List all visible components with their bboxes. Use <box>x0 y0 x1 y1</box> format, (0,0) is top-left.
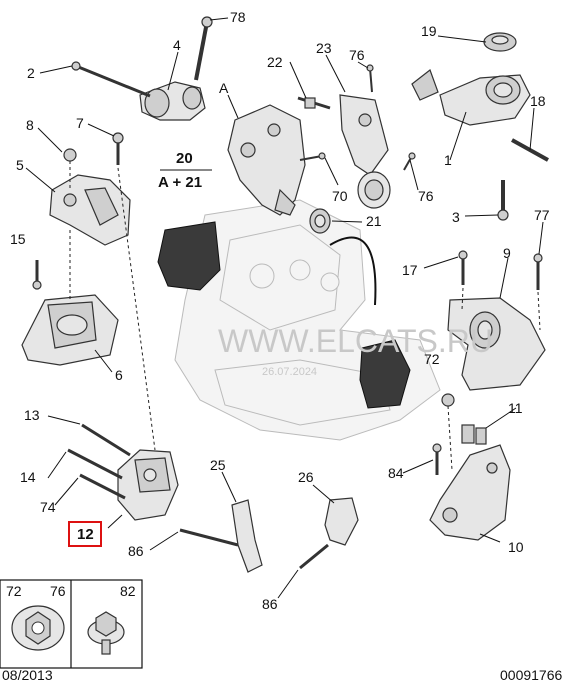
callout-19: 19 <box>421 23 437 39</box>
bolt-13 <box>81 423 131 457</box>
callout-72: 72 <box>424 351 440 367</box>
callout-5: 5 <box>16 157 24 173</box>
callout-14: 14 <box>20 469 36 485</box>
callout-76-top: 76 <box>349 47 365 63</box>
callout-77: 77 <box>534 207 550 223</box>
callout-86-bottom: 86 <box>262 596 278 612</box>
bolt-84 <box>432 443 442 475</box>
bolt-3 <box>497 180 509 221</box>
callout-26: 26 <box>298 469 314 485</box>
engine-dark-bracket-right <box>359 339 411 409</box>
bolt-17 <box>458 250 468 285</box>
inset-fasteners: 72 76 82 <box>0 579 143 669</box>
watermark-date: 26.07.2024 <box>262 366 317 378</box>
part-70-cap <box>357 171 391 209</box>
callout-A-plus-21: A + 21 <box>158 174 202 191</box>
bolt-15 <box>32 260 42 290</box>
callout-13: 13 <box>24 407 40 423</box>
watermark-text: WWW.ELCATS.RU <box>218 323 493 359</box>
callout-6: 6 <box>115 367 123 383</box>
part-12-mount <box>117 449 179 521</box>
engine-dark-bracket-left <box>157 221 221 291</box>
part-25-bracket <box>231 499 263 573</box>
callout-86-left: 86 <box>128 543 144 559</box>
inset-label-82: 82 <box>120 583 136 599</box>
callout-20: 20 <box>176 150 193 167</box>
callout-4: 4 <box>173 37 181 53</box>
callout-84: 84 <box>388 465 404 481</box>
callout-70: 70 <box>332 188 348 204</box>
part-23-plate <box>339 94 389 176</box>
callout-8: 8 <box>26 117 34 133</box>
bolt-7 <box>112 132 124 165</box>
bolt-22 <box>297 96 331 110</box>
part-5-bracket <box>49 174 131 246</box>
callout-15: 15 <box>10 231 26 247</box>
footer-date: 08/2013 <box>2 667 53 683</box>
callout-A: A <box>219 80 229 96</box>
callout-25: 25 <box>210 457 226 473</box>
bolt-76-upper <box>366 64 374 93</box>
part-11-insert <box>461 424 487 445</box>
bolt-86-left <box>179 528 239 547</box>
part-A-bracket <box>227 104 306 216</box>
inset-label-72: 72 <box>6 583 22 599</box>
part-6-mount <box>21 294 119 366</box>
callout-10: 10 <box>508 539 524 555</box>
callout-78: 78 <box>230 9 246 25</box>
part-1-mount <box>411 69 531 126</box>
callout-3: 3 <box>452 209 460 225</box>
callout-12: 12 <box>77 526 94 543</box>
part-10-bracket <box>429 444 511 541</box>
part-9-mount <box>447 297 546 391</box>
bolt-70 <box>299 152 326 161</box>
bolt-78 <box>194 16 213 81</box>
callout-2: 2 <box>27 65 35 81</box>
callout-11: 11 <box>508 400 523 416</box>
callout-1: 1 <box>444 152 452 168</box>
bolt-86-right <box>299 543 329 570</box>
part-19-cap <box>483 32 517 52</box>
nut-72 <box>441 393 455 407</box>
bolt-74 <box>79 473 126 500</box>
callout-18: 18 <box>530 93 546 109</box>
footer-code: 00091766 <box>500 667 563 683</box>
callout-76-mid: 76 <box>418 188 434 204</box>
bolt-2 <box>71 61 151 98</box>
leader-lines <box>25 17 544 599</box>
nut-8 <box>63 148 77 190</box>
bolt-14 <box>67 448 123 480</box>
bolt-77 <box>533 253 543 290</box>
bolt-76-lower <box>403 152 416 171</box>
callout-7: 7 <box>76 115 84 131</box>
callout-21: 21 <box>366 213 382 229</box>
inset-label-76: 76 <box>50 583 66 599</box>
callout-9: 9 <box>503 245 511 261</box>
callout-74: 74 <box>40 499 56 515</box>
callout-22: 22 <box>267 54 283 70</box>
callout-17: 17 <box>402 262 418 278</box>
callout-23: 23 <box>316 40 332 56</box>
part-26-bracket <box>324 497 359 546</box>
part-4-mount <box>139 81 206 121</box>
part-21-bushing <box>309 208 331 234</box>
callout-12-highlight <box>68 521 102 547</box>
